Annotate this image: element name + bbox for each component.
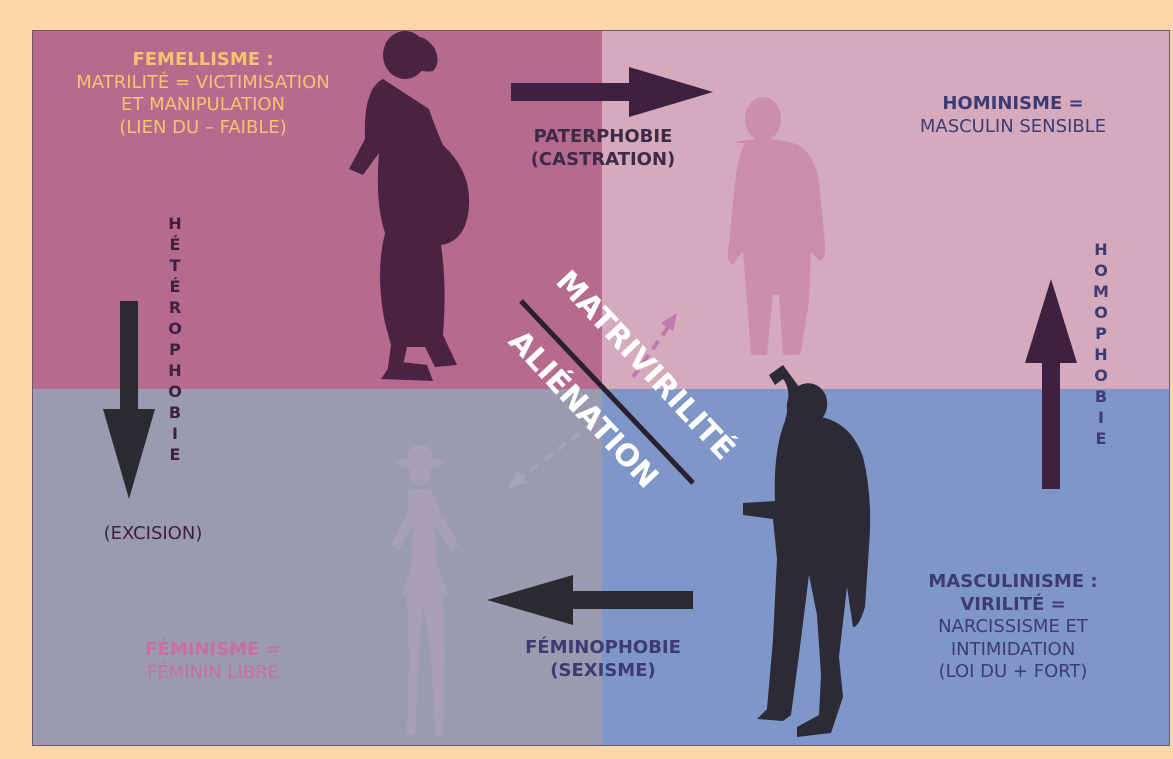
homophobie-letter: H xyxy=(1091,239,1111,260)
homophobie-letter: I xyxy=(1091,407,1111,428)
heterophobie-vertical-label: H É T É R O P H O B I E xyxy=(165,213,185,465)
homophobie-letter: O xyxy=(1091,260,1111,281)
femellisme-line-3: (LIEN DU – FAIBLE) xyxy=(53,117,353,140)
heterophobie-letter: H xyxy=(165,360,185,381)
heterophobie-letter: R xyxy=(165,297,185,318)
feminisme-title: FÉMINISME = xyxy=(103,639,323,662)
heterophobie-letter: O xyxy=(165,381,185,402)
man-silhouette xyxy=(728,97,826,355)
heterophobie-letter: T xyxy=(165,255,185,276)
masculinisme-title: MASCULINISME : xyxy=(893,571,1133,594)
masculinisme-line-1: NARCISSISME ET xyxy=(893,616,1133,639)
paterphobie-label-2: (CASTRATION) xyxy=(503,149,703,172)
homophobie-arrow xyxy=(1025,279,1077,489)
homophobie-letter: E xyxy=(1091,428,1111,449)
masculinisme-title-2: VIRILITÉ = xyxy=(893,594,1133,617)
diagram-frame: FEMELLISME : MATRILITÉ = VICTIMISATION E… xyxy=(32,30,1170,746)
feminophobie-label-1: FÉMINOPHOBIE xyxy=(503,637,703,660)
woman-hat-silhouette xyxy=(391,445,459,735)
heterophobie-letter: É xyxy=(165,276,185,297)
homophobie-letter: O xyxy=(1091,365,1111,386)
heterophobie-letter: H xyxy=(165,213,185,234)
homophobie-letter: H xyxy=(1091,344,1111,365)
homophobie-vertical-label: H O M O P H O B I E xyxy=(1091,239,1111,449)
paterphobie-label-1: PATERPHOBIE xyxy=(503,126,703,149)
heterophobie-letter: P xyxy=(165,339,185,360)
heterophobie-arrow xyxy=(103,301,155,499)
feminisme-line-1: FÉMININ LIBRE xyxy=(103,662,323,685)
paterphobie-arrow xyxy=(511,67,713,117)
excision-label: (EXCISION) xyxy=(73,523,233,546)
heterophobie-letter: I xyxy=(165,423,185,444)
femellisme-line-1: MATRILITÉ = VICTIMISATION xyxy=(53,72,353,95)
feminisme-text: FÉMINISME = FÉMININ LIBRE xyxy=(103,639,323,684)
homophobie-letter: M xyxy=(1091,281,1111,302)
naked-man-silhouette xyxy=(743,365,870,737)
masculinisme-line-2: INTIMIDATION xyxy=(893,639,1133,662)
hominisme-line-1: MASCULIN SENSIBLE xyxy=(893,116,1133,139)
homophobie-letter: B xyxy=(1091,386,1111,407)
masculinisme-text: MASCULINISME : VIRILITÉ = NARCISSISME ET… xyxy=(893,571,1133,684)
pregnant-woman-silhouette xyxy=(349,31,469,381)
hominisme-title: HOMINISME = xyxy=(893,93,1133,116)
femellisme-title: FEMELLISME : xyxy=(53,49,353,72)
paterphobie-label: PATERPHOBIE (CASTRATION) xyxy=(503,126,703,171)
homophobie-letter: P xyxy=(1091,323,1111,344)
feminophobie-label-2: (SEXISME) xyxy=(503,660,703,683)
heterophobie-letter: É xyxy=(165,234,185,255)
heterophobie-letter: O xyxy=(165,318,185,339)
hominisme-text: HOMINISME = MASCULIN SENSIBLE xyxy=(893,93,1133,138)
masculinisme-line-3: (LOI DU + FORT) xyxy=(893,661,1133,684)
femellisme-line-2: ET MANIPULATION xyxy=(53,94,353,117)
heterophobie-letter: B xyxy=(165,402,185,423)
heterophobie-letter: E xyxy=(165,444,185,465)
feminophobie-label: FÉMINOPHOBIE (SEXISME) xyxy=(503,637,703,682)
femellisme-text: FEMELLISME : MATRILITÉ = VICTIMISATION E… xyxy=(53,49,353,139)
homophobie-letter: O xyxy=(1091,302,1111,323)
feminophobie-arrow xyxy=(487,575,693,625)
